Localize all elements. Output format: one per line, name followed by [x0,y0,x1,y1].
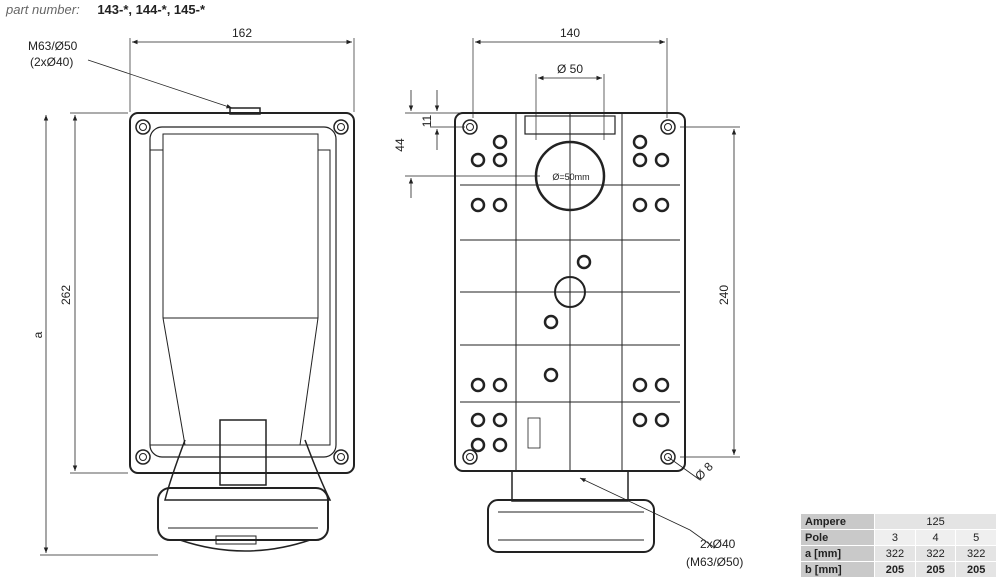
dim-dia8-label: Ø 8 [692,459,716,483]
back-corner-screw-tr [660,119,676,135]
dim-44-label: 44 [393,138,407,152]
entry-right-line2: (M63/Ø50) [686,555,743,569]
part-number-header: part number: 143-*, 144-*, 145-* [6,2,205,17]
spec-cell: 205 [914,561,957,578]
corner-screw-tl [135,119,151,135]
entry-left-line2: (2xØ40) [30,55,73,69]
spec-cell: 4 [914,529,957,546]
spec-cell: 125 [874,513,997,530]
spec-cell: 5 [955,529,997,546]
part-number-value: 143-*, 144-*, 145-* [97,2,206,17]
dim-11-label: 11 [420,114,434,127]
back-view [405,38,740,553]
spec-cell: 3 [874,529,916,546]
corner-screw-bl [135,449,151,465]
part-number-label: part number: [6,2,80,17]
entry-right-line1: 2xØ40 [700,537,736,551]
spec-row-b: b [mm] 205 205 205 [799,561,997,578]
spec-cell: 322 [955,545,997,562]
spec-cell: Ampere [799,513,876,530]
spec-row-a: a [mm] 322 322 322 [799,545,997,562]
dim-162-label: 162 [232,26,252,40]
spec-row-pole: Pole 3 4 5 [799,529,997,546]
dim-262-label: 262 [59,285,73,305]
spec-cell: 205 [874,561,916,578]
corner-screw-tr [333,119,349,135]
entry-left-line1: M63/Ø50 [28,39,78,53]
dim-240-label: 240 [717,285,731,305]
spec-row-ampere: Ampere 125 [799,513,997,530]
dim-dia50-label: Ø 50 [557,62,583,76]
dim-a-label: a [31,331,45,338]
corner-screw-br [333,449,349,465]
spec-cell: 322 [874,545,916,562]
dim-dia50mm-label: Ø=50mm [552,172,589,182]
spec-cell: 322 [914,545,957,562]
back-corner-screw-bl [462,449,478,465]
dim-140-label: 140 [560,26,580,40]
side-view [40,38,355,556]
back-corner-screw-tl [462,119,478,135]
spec-table: Ampere 125 Pole 3 4 5 a [mm] 322 322 322… [799,513,997,578]
spec-cell: Pole [799,529,876,546]
spec-cell: b [mm] [799,561,876,578]
spec-cell: a [mm] [799,545,876,562]
spec-cell: 205 [955,561,997,578]
